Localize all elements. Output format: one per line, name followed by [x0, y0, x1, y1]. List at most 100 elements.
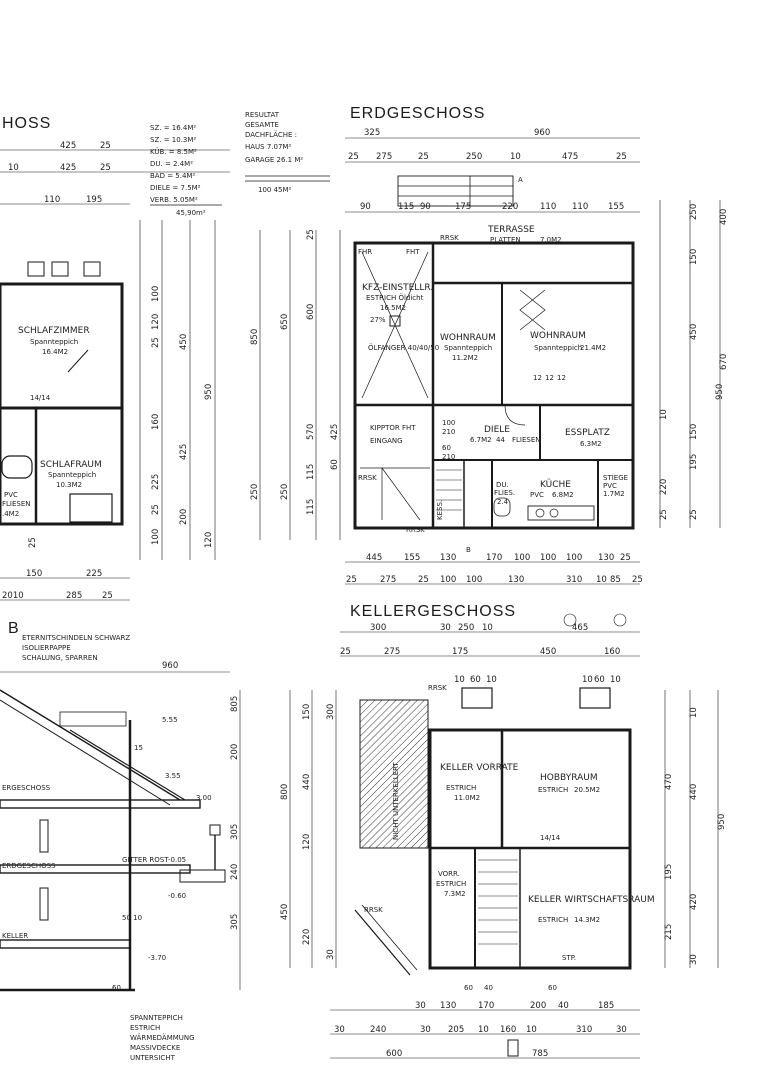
dimension-label: 800	[280, 784, 290, 800]
dimension-label: 450	[540, 647, 556, 657]
dimension-label: 160	[604, 647, 620, 657]
dimension-label: 130	[508, 575, 524, 585]
dimension-label: 10	[526, 1025, 537, 1035]
dimension-label: 25	[632, 575, 643, 585]
dimension-label: 100	[514, 553, 530, 563]
dimension-label: 240	[370, 1025, 386, 1035]
dimension-label: 275	[380, 575, 396, 585]
room-name: WOHNRAUM	[530, 331, 586, 341]
room-floor: ESTRICH	[538, 916, 568, 924]
room-name: SCHLAFZIMMER	[18, 326, 90, 336]
room-name: DIELE	[484, 425, 510, 435]
upper-floor-plan: 425 25 10 425 25 110 195 SCHLAFZIMMER Sp…	[0, 141, 230, 601]
dimension-label: 25	[151, 504, 161, 515]
dimension-label: 25	[689, 509, 699, 520]
dimension-label: 425	[60, 163, 76, 173]
dimension-label: 200	[530, 1001, 546, 1011]
section-level: 5.55	[162, 716, 178, 724]
area-note: KÜB. = 8.5M²	[150, 147, 197, 156]
dimension-label: 445	[366, 553, 382, 563]
dimension-label: 10	[596, 575, 607, 585]
dimension-label: 400	[719, 209, 729, 225]
plan-label: PVC	[4, 491, 18, 499]
dimension-label: 305	[230, 914, 240, 930]
section-floor-label: ERGESCHOSS	[2, 784, 51, 792]
dimension-label: 250	[466, 152, 482, 162]
room-name: SCHLAFRAUM	[40, 460, 102, 470]
plan-label: 14/14	[30, 394, 51, 402]
section-floor-label: KELLER	[2, 932, 28, 940]
dimension-label: 25	[620, 553, 631, 563]
floor-note: MASSIVDECKE	[130, 1044, 180, 1052]
room-area: 6.7M2	[470, 436, 492, 444]
dimension-label: 305	[230, 824, 240, 840]
dimension-label: 25	[102, 591, 113, 601]
dimension-label: 175	[455, 202, 471, 212]
dimension-label: 215	[664, 924, 674, 940]
dimension-label: 450	[280, 904, 290, 920]
dimension-label: 10	[8, 163, 19, 173]
room-name: TERRASSE	[487, 225, 535, 235]
dimension-label: 440	[689, 784, 699, 800]
dimension-label: 10	[610, 675, 621, 685]
dimension-label: 425	[330, 424, 340, 440]
section-level: 3.00	[196, 794, 212, 802]
plan-label: 210	[442, 428, 455, 436]
dimension-label: 475	[562, 152, 578, 162]
dimension-label: 110	[540, 202, 556, 212]
dimension-label: 200	[230, 744, 240, 760]
plan-label: KIPPTOR FHT	[370, 424, 416, 432]
section-mark-b: B	[466, 546, 471, 554]
dimension-label: 90	[360, 202, 371, 212]
floor-note: SPANNTEPPICH	[130, 1014, 183, 1022]
plan-label: FHT	[406, 248, 420, 256]
dimension-label: 100	[466, 575, 482, 585]
room-area: 16.4M2	[42, 348, 68, 356]
dimension-label: 450	[179, 334, 189, 350]
dimension-label: 85	[610, 575, 621, 585]
section-level: 3.55	[165, 772, 181, 780]
dimension-label: 150	[302, 704, 312, 720]
dimension-label: 570	[306, 424, 316, 440]
plan-label: 12	[557, 374, 566, 382]
dimension-label: 155	[608, 202, 624, 212]
dimension-label: 785	[532, 1049, 548, 1059]
dimension-label: 160	[500, 1025, 516, 1035]
dimension-label: 310	[576, 1025, 592, 1035]
room-name: KELLER WIRTSCHAFTSRAUM	[528, 895, 655, 905]
dimension-label: 100	[566, 553, 582, 563]
section-level: -0.60	[168, 892, 186, 900]
section-level: -3.70	[148, 954, 166, 962]
room-name: ESSPLATZ	[565, 428, 610, 438]
dimension-label: 465	[572, 623, 588, 633]
room-name: HOBBYRAUM	[540, 773, 598, 783]
dimension-label: 425	[60, 141, 76, 151]
dimension-label: 600	[306, 304, 316, 320]
room-floor: PVC	[530, 491, 544, 499]
dimension-label: 30	[415, 1001, 426, 1011]
dimension-label: 170	[478, 1001, 494, 1011]
dimension-label: 225	[86, 569, 102, 579]
heading-kellergeschoss: KELLERGESCHOSS	[350, 603, 516, 620]
room-name: VORR.	[438, 870, 460, 878]
dimension-label: 30	[334, 1025, 345, 1035]
room-floor: ESTRICH	[446, 784, 476, 792]
plan-label: 60	[442, 444, 451, 452]
dimension-label: 220	[659, 479, 669, 495]
dimension-label: 115	[398, 202, 414, 212]
dimension-label: 250	[280, 484, 290, 500]
section-level: -0.05	[168, 856, 186, 864]
section-floor-label: ERDGESCHOSS	[2, 862, 56, 870]
dimension-label: 110	[44, 195, 60, 205]
dimension-label: 115	[306, 499, 316, 515]
room-area: 11.0M2	[454, 794, 480, 802]
room-area: 7.0M2	[540, 236, 562, 244]
floor-note: WÄRMEDÄMMUNG	[130, 1033, 195, 1042]
room-name: NICHT UNTERKELLERT	[392, 762, 400, 840]
dimension-label: 275	[384, 647, 400, 657]
room-area: 16.5M2	[380, 304, 406, 312]
heading-upper-floor: HOSS	[2, 115, 51, 132]
room-area: 21.4M2	[580, 344, 606, 352]
plan-label: KESS.	[436, 500, 444, 520]
